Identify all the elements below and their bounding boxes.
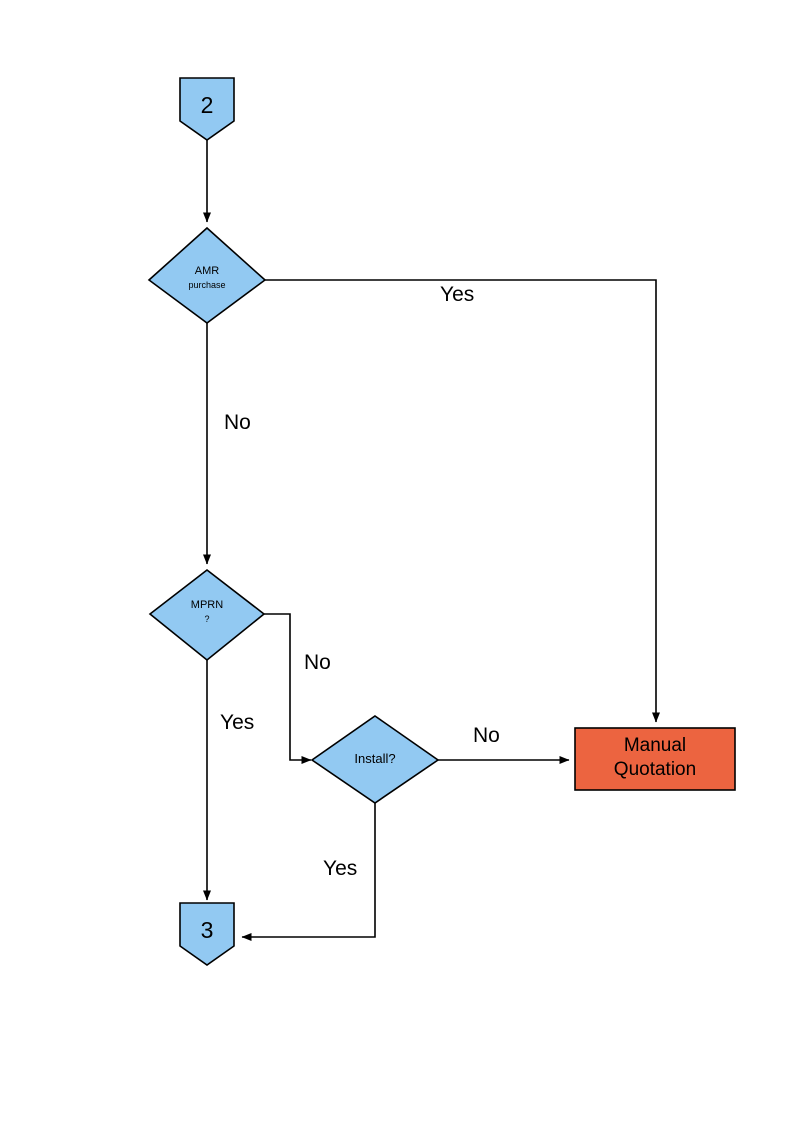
edge-mprn-yes-label: Yes xyxy=(220,711,255,734)
node-manual-quotation-process xyxy=(574,727,736,791)
node-install-decision xyxy=(310,715,440,804)
edge-amr-yes-label: Yes xyxy=(440,283,475,306)
node-start-connector xyxy=(179,77,235,141)
edge-install-yes-label: Yes xyxy=(323,857,358,880)
node-end-connector xyxy=(179,902,235,966)
edge-install-no-label: No xyxy=(473,724,500,747)
edge-amr-yes xyxy=(265,279,660,723)
node-amr-purchase-decision xyxy=(147,226,267,324)
edge-amr-no-label: No xyxy=(224,411,251,434)
node-mprn-decision xyxy=(148,568,266,662)
edge-mprn-no-label: No xyxy=(304,651,331,674)
edge-install-yes xyxy=(241,803,376,941)
edge-mprn-no xyxy=(264,613,312,764)
